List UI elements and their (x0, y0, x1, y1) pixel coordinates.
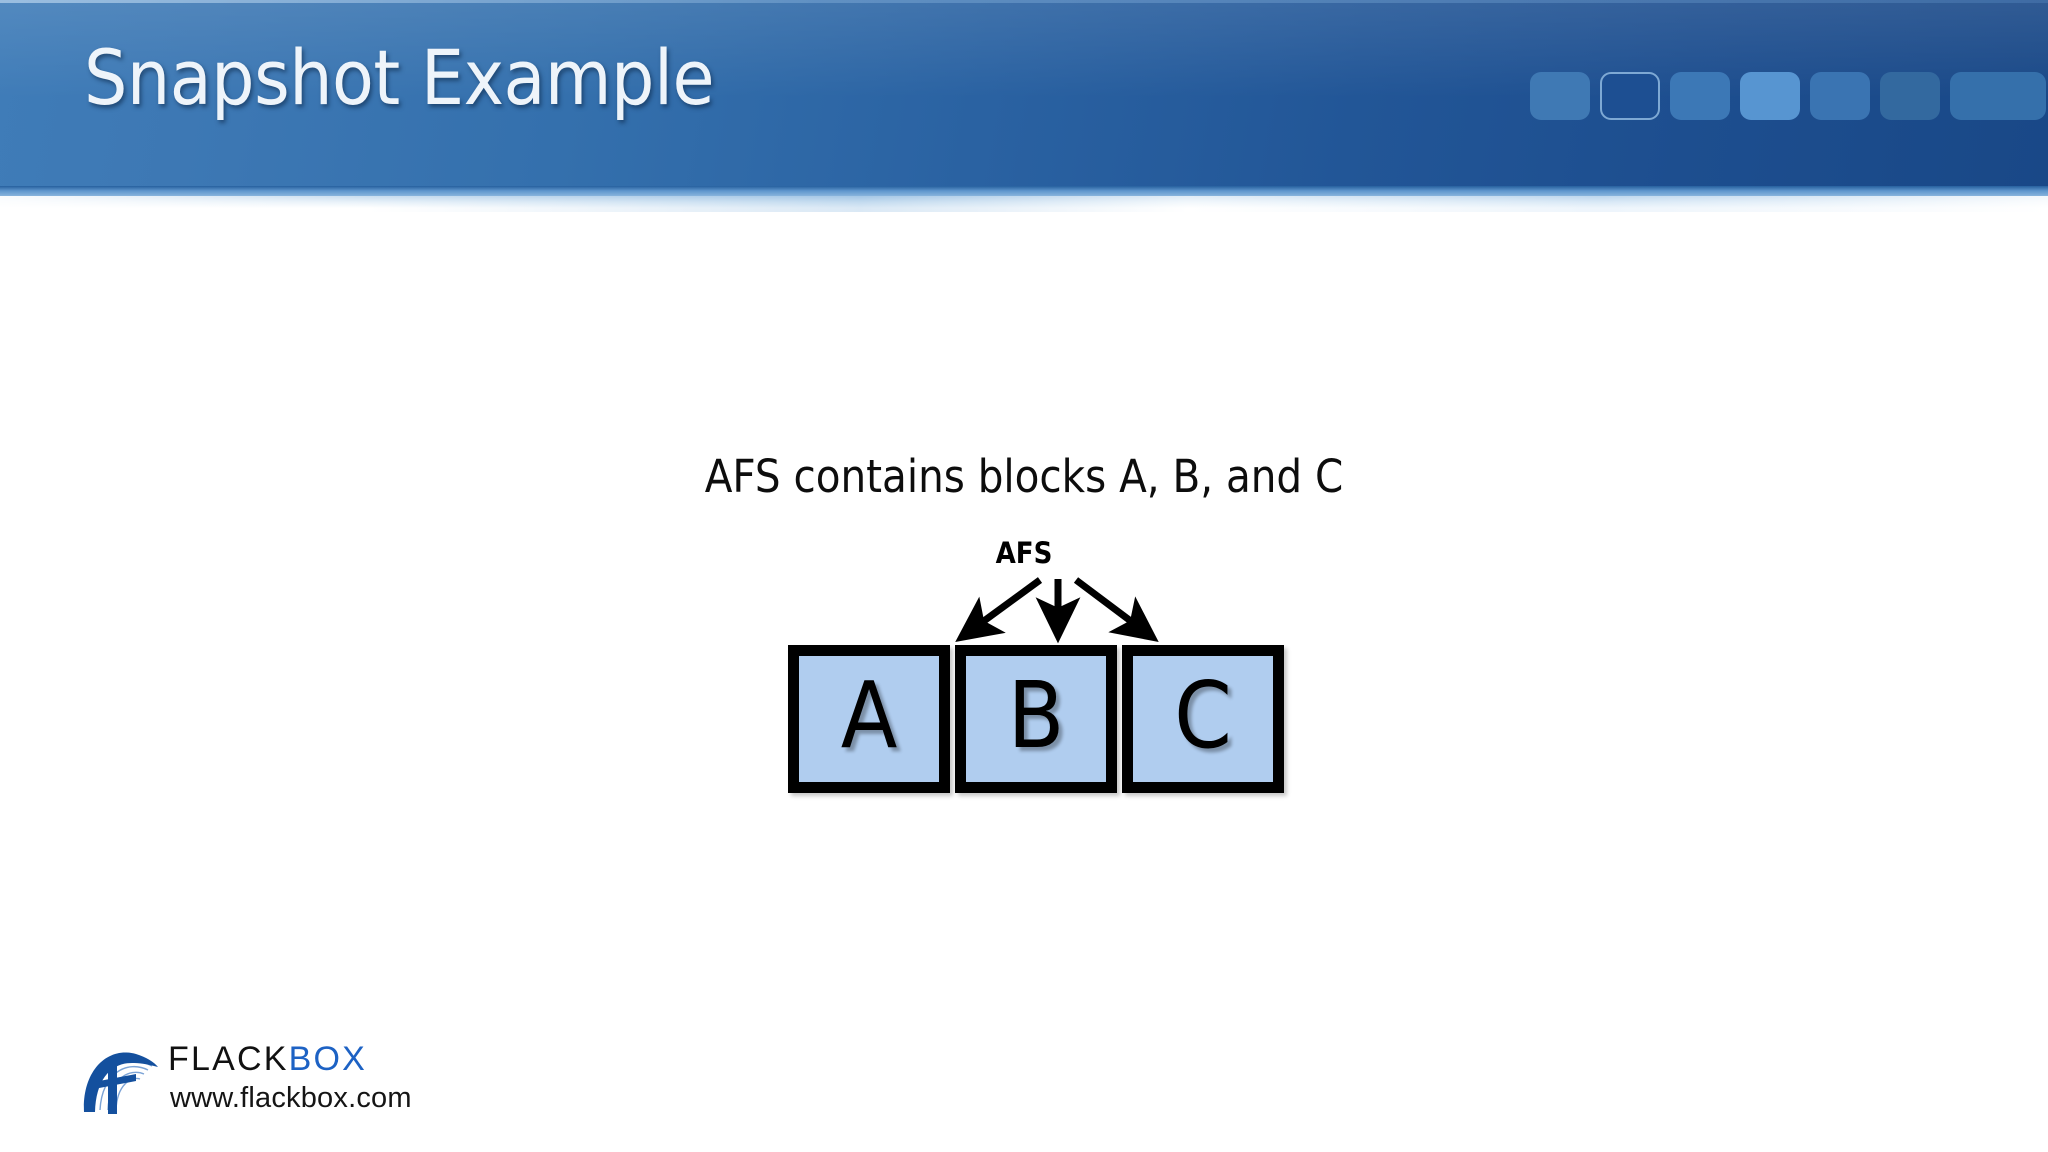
block-a: A (788, 645, 950, 793)
deco-square-1 (1530, 72, 1590, 120)
caption-text: AFS contains blocks A, B, and C (704, 450, 1344, 503)
block-row: A B C (788, 645, 1284, 793)
page-title: Snapshot Example (84, 33, 715, 122)
logo-word-secondary: BOX (288, 1040, 367, 1078)
header-bottom-sheen (0, 196, 2048, 212)
block-c: C (1122, 645, 1284, 793)
arrow-to-block-a (955, 577, 1043, 642)
header-decorative-squares (1530, 72, 2046, 122)
flackbox-logo: FLACKBOX www.flackbox.com (78, 1034, 412, 1134)
block-b-letter: B (1007, 662, 1065, 769)
deco-square-7 (1950, 72, 2046, 120)
deco-square-2 (1600, 72, 1660, 120)
flackbox-arch-icon (83, 1052, 158, 1114)
deco-square-6 (1880, 72, 1940, 120)
deco-square-4 (1740, 72, 1800, 120)
logo-url: www.flackbox.com (170, 1082, 412, 1114)
block-b: B (955, 645, 1117, 793)
deco-square-5 (1810, 72, 1870, 120)
logo-word-primary: FLACK (168, 1040, 289, 1078)
afs-pointer-label: AFS (995, 536, 1053, 570)
block-c-letter: C (1174, 662, 1232, 769)
header-top-highlight (0, 0, 2048, 3)
flackbox-wordmark: FLACKBOX (168, 1042, 367, 1076)
deco-square-3 (1670, 72, 1730, 120)
block-a-letter: A (840, 662, 898, 769)
arrow-group (955, 577, 1159, 644)
arrow-to-block-c (1073, 577, 1159, 643)
